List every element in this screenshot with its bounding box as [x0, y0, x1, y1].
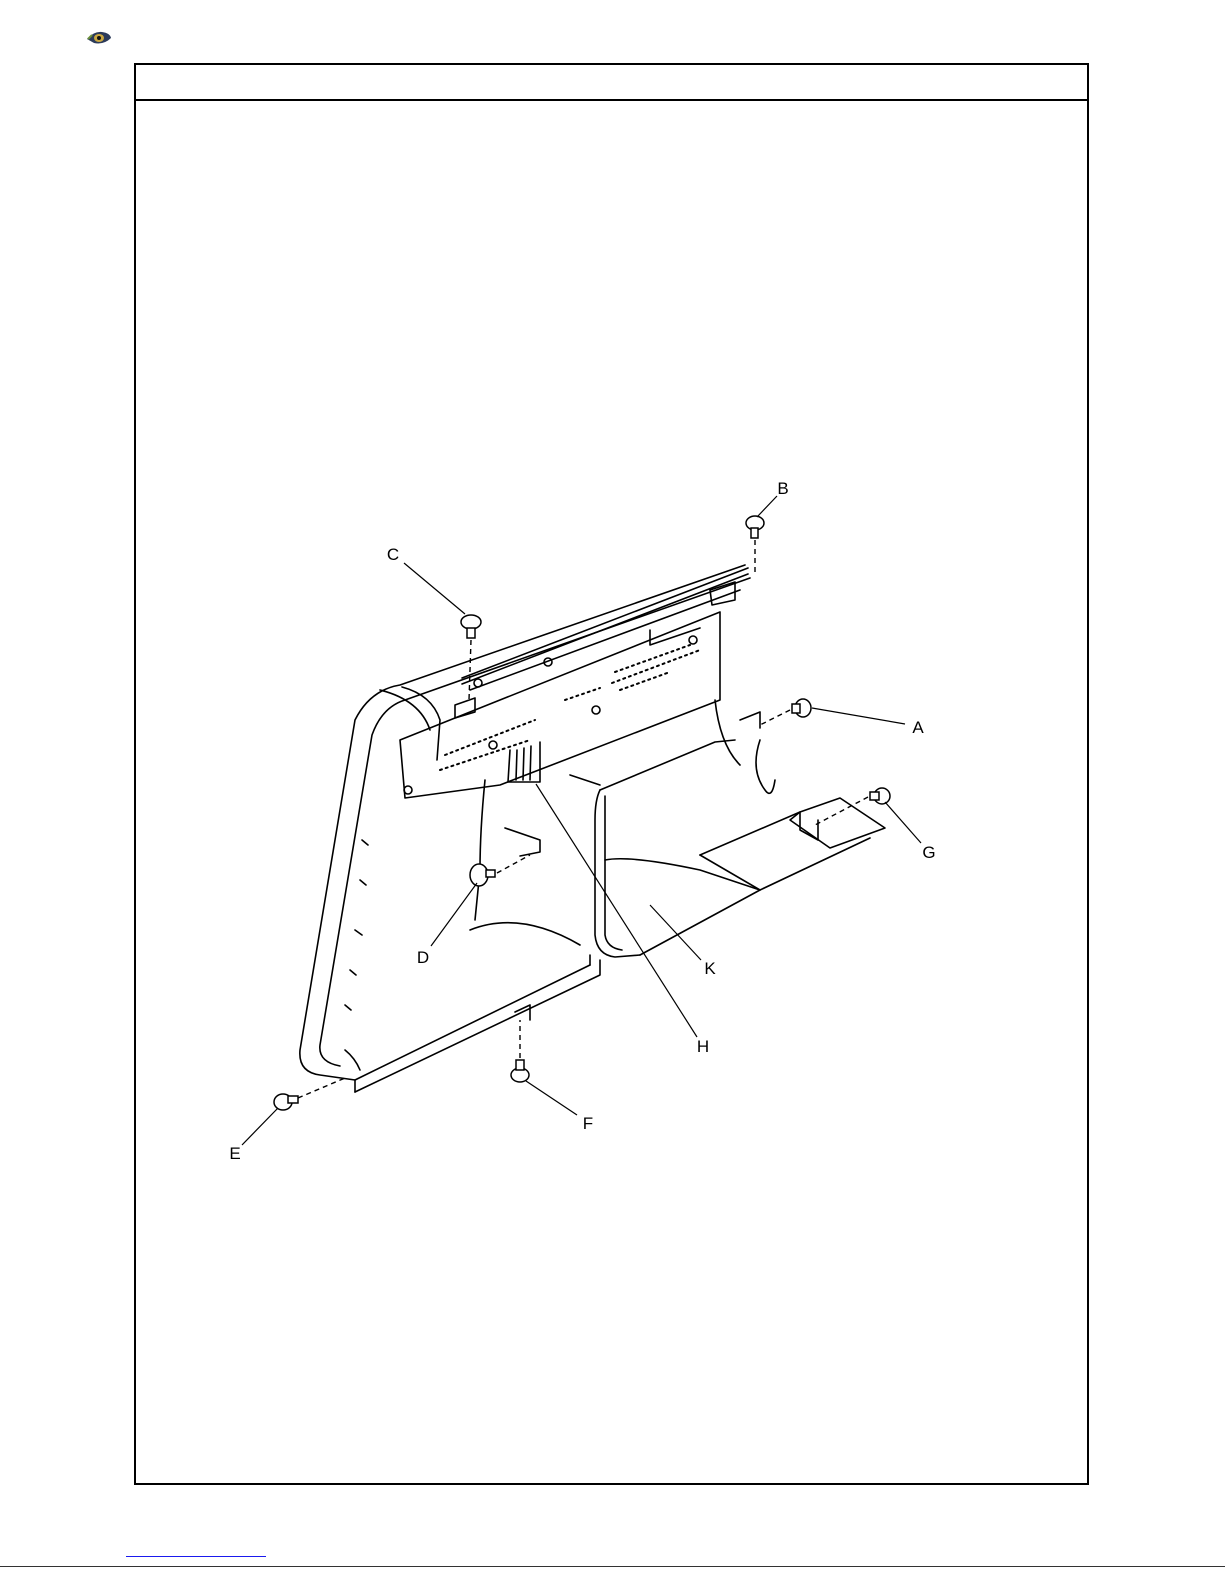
screw-e: [274, 1094, 298, 1110]
screw-f: [511, 1060, 529, 1082]
callout-d: D: [417, 948, 429, 967]
screw-g: [870, 788, 890, 804]
leader-lines: [242, 496, 921, 1145]
callout-a: A: [912, 718, 924, 737]
bracket: [790, 798, 885, 848]
rear-cover: [300, 565, 750, 1092]
screw-b: [746, 516, 764, 538]
callout-c: C: [387, 545, 399, 564]
screw-a: [792, 699, 811, 717]
callout-h: H: [697, 1037, 709, 1056]
inner-shield: [470, 700, 870, 957]
callout-b: B: [777, 479, 788, 498]
callout-k: K: [704, 959, 716, 978]
callout-e: E: [229, 1144, 240, 1163]
callout-g: G: [922, 843, 935, 862]
screw-c: [461, 615, 481, 638]
screw-d: [470, 864, 495, 886]
callout-f: F: [583, 1114, 593, 1133]
bottom-link-underline[interactable]: [126, 1556, 266, 1557]
bottom-rule: [0, 1566, 1225, 1567]
top-rail: [462, 568, 748, 690]
